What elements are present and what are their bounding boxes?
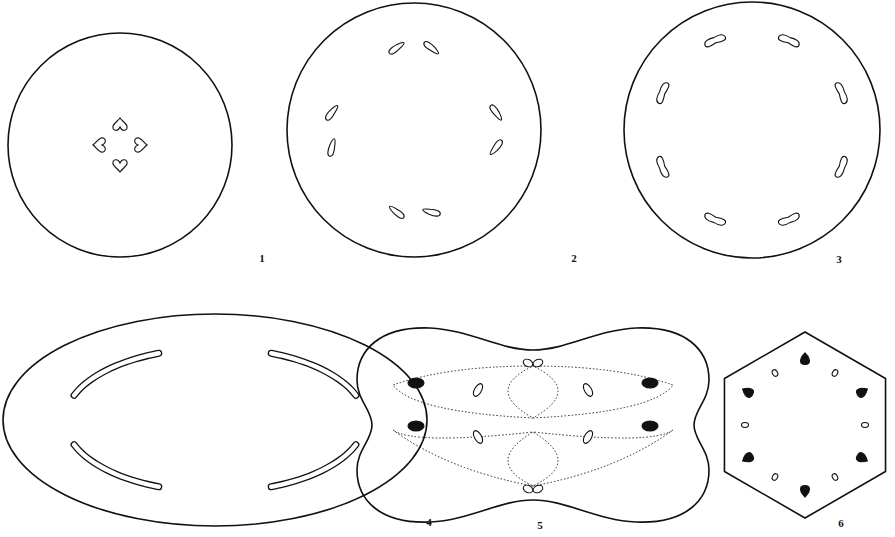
bundle-outline — [533, 366, 673, 418]
vascular-bundle — [778, 33, 801, 48]
vascular-strand — [271, 445, 356, 487]
vascular-bundle — [771, 369, 779, 378]
vascular-bundle — [831, 369, 839, 378]
vascular-bundle — [703, 212, 726, 227]
vascular-strand — [74, 353, 159, 395]
figure-eight-bundle — [532, 358, 544, 369]
phloem-bundle — [642, 378, 658, 388]
bundle-outline — [393, 430, 533, 486]
vascular-bundle — [703, 33, 726, 48]
vascular-bundle — [771, 473, 779, 482]
vascular-bundle — [422, 40, 440, 56]
vascular-strand — [271, 445, 356, 487]
phloem-bundle — [408, 421, 424, 431]
vascular-bundle — [801, 353, 810, 365]
figure-number: 4 — [426, 517, 432, 528]
figure-number: 5 — [537, 520, 543, 531]
vascular-bundle — [742, 423, 749, 428]
stem-outline — [357, 328, 709, 522]
vascular-bundle — [471, 429, 484, 445]
figure-number: 1 — [259, 253, 265, 264]
phloem-bundle — [408, 378, 424, 388]
vascular-strand — [74, 353, 159, 395]
vascular-bundle — [801, 486, 810, 498]
vascular-bundle — [327, 138, 337, 157]
vascular-bundle — [740, 451, 754, 464]
vascular-bundle — [778, 212, 801, 227]
vascular-bundle — [113, 118, 127, 130]
figure-number: 2 — [571, 253, 577, 264]
vascular-strand — [74, 445, 159, 487]
vascular-strand — [271, 353, 356, 395]
vascular-bundle — [655, 81, 670, 104]
vascular-bundle — [855, 451, 869, 464]
figure-eight-bundle — [522, 358, 534, 369]
vascular-bundle — [488, 138, 504, 156]
stem-outline — [724, 332, 885, 518]
vascular-bundle — [93, 138, 105, 152]
vascular-strand — [271, 353, 356, 395]
vascular-bundle — [324, 104, 340, 122]
stem-outline — [8, 33, 232, 257]
vascular-bundle — [834, 81, 849, 104]
figure-number: 3 — [836, 254, 842, 265]
vascular-strand — [74, 445, 159, 487]
vascular-bundle — [135, 138, 147, 152]
stem-outline — [624, 2, 880, 258]
figure-eight-bundle — [532, 484, 544, 495]
vascular-bundle — [655, 156, 670, 179]
vascular-bundle — [471, 382, 484, 398]
vascular-bundle — [581, 382, 594, 398]
vascular-bundle — [834, 156, 849, 179]
vascular-bundle — [388, 204, 406, 220]
stem-outline — [287, 3, 541, 257]
vascular-bundle — [862, 423, 869, 428]
figure-number: 6 — [838, 518, 844, 529]
vascular-bundle — [831, 473, 839, 482]
vascular-bundle — [581, 429, 594, 445]
vascular-bundle — [488, 104, 504, 122]
bundle-outline — [393, 366, 533, 418]
phloem-bundle — [642, 421, 658, 431]
vascular-bundle — [422, 207, 441, 217]
vascular-bundle — [855, 385, 869, 398]
bundle-outline — [533, 430, 673, 486]
vascular-bundle — [113, 160, 127, 172]
figure-eight-bundle — [522, 484, 534, 495]
vascular-bundle — [388, 40, 406, 56]
vascular-bundle — [740, 385, 754, 398]
